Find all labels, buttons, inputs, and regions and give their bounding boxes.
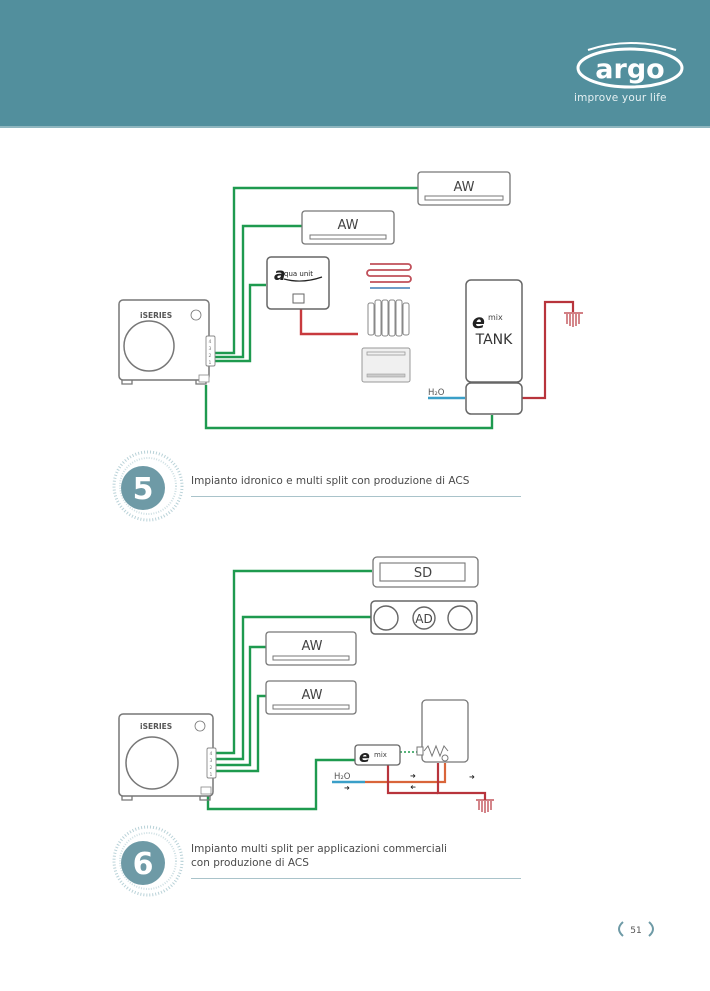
water-heater: [416, 699, 469, 763]
hot-water-line-shower: [521, 300, 575, 400]
shower-icon: [564, 312, 583, 327]
svg-text:e: e: [472, 311, 485, 333]
water-connector: [198, 374, 210, 383]
svg-text:➜: ➜: [410, 772, 416, 780]
outdoor-unit-6: iSERIES 4 3 2 1: [118, 713, 217, 801]
svg-text:iSERIES: iSERIES: [140, 722, 172, 731]
svg-text:2: 2: [210, 765, 213, 771]
line-to-aw-b: [216, 694, 266, 773]
svg-text:2: 2: [209, 353, 212, 359]
section-6-badge: 6: [112, 825, 184, 897]
line-to-aw-2: [208, 224, 302, 359]
line-to-ad: [216, 615, 372, 761]
refrigerant-lines-6: [206, 569, 372, 811]
svg-text:1: 1: [209, 360, 212, 366]
line-to-sd: [216, 569, 372, 755]
hot-water-line-aqua: [299, 309, 358, 336]
outdoor-unit-label: iSERIES: [140, 311, 172, 320]
page-number: 51: [618, 921, 654, 937]
section-6-caption-line-2: con produzione di ACS: [191, 857, 309, 869]
refrigerant-lines: [204, 186, 494, 430]
aqua-unit: a qua unit: [266, 256, 330, 310]
line-to-aw-a: [216, 645, 266, 767]
radiator-icon: [367, 299, 410, 337]
svg-text:6: 6: [133, 847, 154, 882]
svg-text:SD: SD: [414, 566, 432, 581]
hot-water-line-6b: [436, 763, 487, 800]
svg-text:a: a: [274, 265, 285, 285]
emix-module: e mix: [354, 744, 401, 766]
shower-icon-6: [476, 799, 494, 813]
svg-text:H₂O: H₂O: [334, 772, 351, 782]
line-to-aqua-unit: [208, 283, 266, 363]
line-to-aw-top: [208, 186, 418, 355]
line-to-tank: [204, 385, 494, 430]
mode-icon: [190, 309, 202, 321]
floor-heating-icon: [366, 263, 412, 289]
svg-text:3: 3: [210, 758, 213, 764]
svg-text:AD: AD: [415, 612, 432, 626]
svg-text:e: e: [359, 747, 370, 766]
tagline: improve your life: [574, 92, 667, 104]
flow-arrows: ➜ ➜ ➜ ➜: [344, 772, 475, 792]
section-6-rule: [191, 878, 521, 879]
warm-water-line-6: [365, 763, 447, 784]
indoor-unit-aw-6a: AW: [265, 631, 357, 666]
svg-text:1: 1: [210, 772, 213, 778]
outdoor-unit: iSERIES 4 3 2 1: [118, 299, 216, 385]
svg-text:➜: ➜: [344, 784, 350, 792]
section-6-caption: Impianto multi split per applicazioni co…: [191, 842, 447, 870]
hot-water-line-6a: [386, 765, 438, 795]
indoor-unit-aw-2: AW: [301, 210, 395, 245]
svg-text:5: 5: [133, 472, 154, 507]
svg-text:AW: AW: [337, 218, 358, 233]
terminal-block: [205, 335, 216, 367]
cassette-unit-ad: AD: [370, 600, 478, 635]
section-5-rule: [191, 496, 521, 497]
svg-text:4: 4: [209, 339, 212, 345]
section-5-caption: Impianto idronico e multi split con prod…: [191, 475, 470, 487]
indoor-unit-aw-1: AW: [417, 171, 511, 206]
svg-text:qua unit: qua unit: [284, 270, 313, 278]
water-label: H₂O: [428, 388, 445, 398]
svg-text:AW: AW: [453, 180, 474, 195]
brand-name: argo: [595, 54, 664, 85]
argo-logo: argo: [576, 42, 684, 89]
emix-tank: e mix TANK: [465, 279, 523, 415]
svg-text:AW: AW: [301, 688, 322, 703]
svg-text:mix: mix: [374, 751, 387, 759]
line-to-emix: [206, 758, 355, 811]
section-5-badge: 5: [112, 450, 184, 522]
tank-label: TANK: [475, 332, 514, 348]
duct-unit-sd: SD: [372, 556, 479, 588]
indoor-unit-aw-6b: AW: [265, 680, 357, 715]
svg-text:➜: ➜: [469, 773, 475, 781]
svg-text:➜: ➜: [410, 783, 416, 791]
page-header: argo improve your life: [0, 0, 710, 128]
section-6-caption-line-1: Impianto multi split per applicazioni co…: [191, 843, 447, 855]
svg-text:mix: mix: [488, 313, 503, 322]
fan-coil-icon: [361, 347, 411, 383]
svg-text:AW: AW: [301, 639, 322, 654]
svg-text:51: 51: [630, 926, 641, 936]
svg-text:3: 3: [209, 346, 212, 352]
svg-text:4: 4: [210, 751, 213, 757]
